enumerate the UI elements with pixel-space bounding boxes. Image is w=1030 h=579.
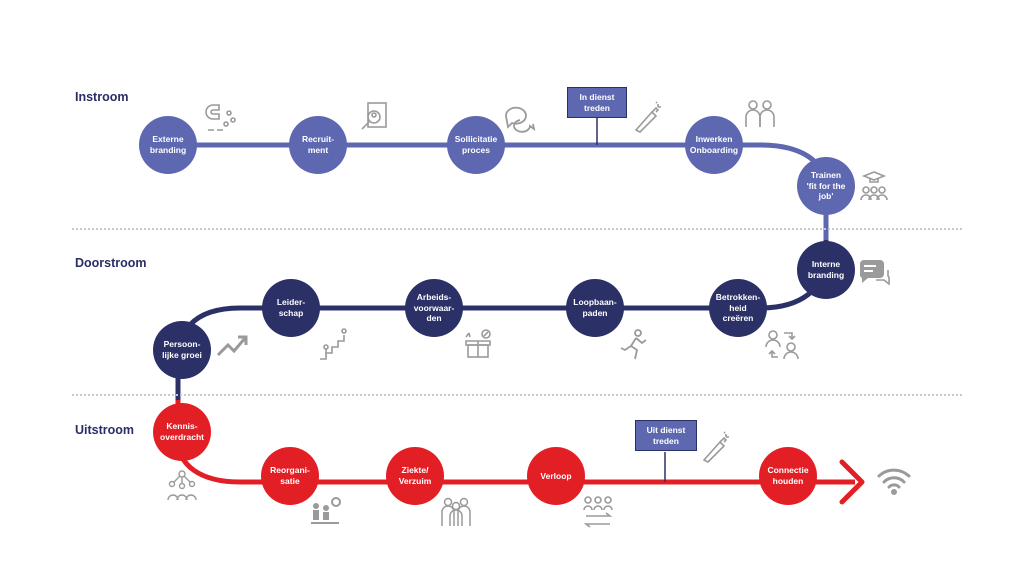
section-label-instroom: Instroom	[75, 90, 129, 104]
wifi-icon	[876, 462, 912, 498]
training-group-icon	[856, 168, 892, 204]
node-arbeidsvoorwaarden[interactable]: Arbeids- voorwaar- den	[405, 279, 463, 337]
node-interne-branding[interactable]: Interne branding	[797, 241, 855, 299]
section-label-doorstroom: Doorstroom	[75, 256, 147, 270]
uitstroom-arrowhead	[839, 459, 865, 505]
chat-bubbles-icon	[502, 100, 538, 136]
sick-people-icon	[438, 494, 474, 530]
running-person-icon	[616, 327, 652, 363]
divider-doorstroom-uitstroom	[72, 394, 962, 396]
magnet-icon	[202, 100, 238, 136]
node-trainen[interactable]: Trainen 'fit for the job'	[797, 157, 855, 215]
speech-bubble-icon	[856, 254, 892, 290]
user-exchange-icon	[764, 327, 800, 363]
node-reorganisatie[interactable]: Reorgani- satie	[261, 447, 319, 505]
node-connectie-houden[interactable]: Connectie houden	[759, 447, 817, 505]
node-verloop[interactable]: Verloop	[527, 447, 585, 505]
leader-climb-icon	[316, 327, 352, 363]
node-recruitment[interactable]: Recruit- ment	[289, 116, 347, 174]
growth-arrow-icon	[214, 327, 250, 363]
champagne-icon	[696, 430, 732, 466]
champagne-icon	[628, 100, 664, 136]
node-leiderschap[interactable]: Leider- schap	[262, 279, 320, 337]
divider-instroom-doorstroom	[72, 228, 962, 230]
node-betrokkenheid-creeren[interactable]: Betrokken- heid creëren	[709, 279, 767, 337]
knowledge-network-icon	[164, 468, 200, 504]
team-onboarding-icon	[742, 97, 778, 133]
node-persoonlijke-groei[interactable]: Persoon- lijke groei	[153, 321, 211, 379]
node-sollicitatie-proces[interactable]: Sollicitatie proces	[447, 116, 505, 174]
node-ziekte-verzuim[interactable]: Ziekte/ Verzuim	[386, 447, 444, 505]
node-externe-branding[interactable]: Externe branding	[139, 116, 197, 174]
benefits-gift-icon	[460, 327, 496, 363]
turnover-icon	[580, 494, 616, 530]
node-loopbaanpaden[interactable]: Loopbaan- paden	[566, 279, 624, 337]
milestone-in-dienst-treden[interactable]: In dienst treden	[567, 87, 627, 119]
node-kennisoverdracht[interactable]: Kennis- overdracht	[153, 403, 211, 461]
recruitment-search-icon	[356, 99, 392, 135]
section-label-uitstroom: Uitstroom	[75, 423, 135, 437]
reorganisation-icon	[308, 494, 344, 530]
milestone-uit-dienst-treden[interactable]: Uit dienst treden	[635, 420, 697, 452]
node-inwerken-onboarding[interactable]: Inwerken Onboarding	[685, 116, 743, 174]
